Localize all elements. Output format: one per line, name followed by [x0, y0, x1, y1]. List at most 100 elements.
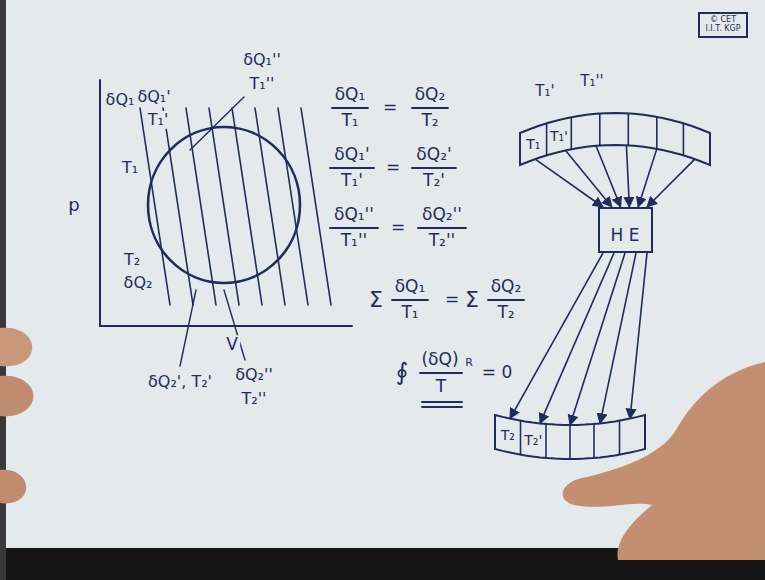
formula-text: Σ — [463, 287, 481, 312]
heat-flow-arrow — [626, 145, 629, 207]
pv-diagram — [100, 80, 352, 366]
formula-text: ∮ — [394, 359, 411, 387]
band-divider — [619, 421, 621, 455]
heat-flow-arrow — [638, 149, 657, 207]
formula-text: (δQ) — [419, 350, 460, 370]
formula-text: T₁ — [339, 111, 360, 131]
band-divider — [546, 123, 548, 155]
formula-text: T₂ — [419, 111, 440, 131]
stamp-box: © CETI.I.T. KGP — [698, 12, 748, 38]
formula-text: T₂' — [421, 171, 447, 191]
fraction-bar — [412, 107, 448, 109]
fraction-bars — [330, 108, 524, 407]
formula-text: δQ₂ — [489, 277, 524, 297]
heat-flow-arrow — [540, 253, 614, 423]
cold-reservoir-band: T₂ T₂' — [495, 415, 645, 459]
fraction-bar — [332, 107, 368, 109]
band-divider — [599, 114, 601, 146]
v-axis — [100, 325, 352, 327]
formula-text: T₁' — [339, 171, 365, 191]
double-underline — [422, 401, 462, 403]
heat-flow-arrow — [566, 150, 612, 207]
formula-text: δQ₁ — [393, 277, 428, 297]
band-divider — [656, 117, 658, 149]
formula-text: = — [384, 158, 402, 178]
band-divider — [545, 424, 547, 458]
temperature-label: T₁ — [526, 135, 540, 152]
band-divider — [569, 425, 571, 459]
heat-engine-box: H E — [598, 207, 653, 253]
adiabat-line — [278, 108, 308, 305]
double-underline — [422, 406, 462, 408]
formula-text: = — [443, 290, 461, 310]
fraction-bar — [420, 372, 462, 374]
hot-reservoir-band: T₁ T₁' — [520, 85, 710, 165]
node-text: H E — [610, 225, 641, 245]
formula-text: δQ₂'' — [420, 205, 464, 225]
heat-flow-arrow — [600, 253, 636, 423]
formula-text: T₂'' — [240, 390, 269, 408]
formula-text: = — [389, 218, 407, 238]
fraction-bar — [412, 167, 456, 169]
band-outline — [520, 85, 710, 165]
adiabat-line — [209, 108, 239, 305]
temperature-label: T₂ — [501, 427, 515, 444]
formula-text: T₁' — [146, 111, 171, 129]
formula-text: T₁ — [120, 159, 140, 177]
formula-text: T₁'' — [339, 231, 370, 251]
formula-text: δQ₂' — [414, 145, 453, 165]
adiabat-line — [232, 108, 262, 305]
adiabat-line — [301, 108, 331, 305]
finger — [0, 376, 33, 417]
leader-line — [224, 290, 245, 360]
formula-text: δQ₂ — [413, 85, 448, 105]
hand — [563, 362, 765, 560]
finger — [0, 470, 26, 504]
p-axis — [99, 80, 101, 326]
band-divider — [520, 421, 522, 455]
formula-text: T₂'' — [427, 231, 458, 251]
temperature-label: T₂' — [524, 431, 542, 448]
formula-text: δQ₂ — [122, 274, 155, 292]
band-shape — [520, 113, 710, 165]
fraction-bar — [488, 299, 524, 301]
leader-line — [180, 290, 196, 366]
leader-line — [190, 97, 244, 150]
formula-text: δQ₂', T₂' — [146, 373, 214, 391]
heat-flow-arrow — [510, 253, 603, 419]
formula-text: δQ₂'' — [233, 366, 275, 384]
formula-text: T₁' — [533, 83, 556, 100]
adiabat-line — [255, 108, 285, 305]
formula-text: δQ₁ — [333, 85, 368, 105]
band-shape — [495, 415, 645, 459]
formula-text: δQ₁'' — [241, 51, 283, 69]
formula-text: T — [434, 377, 448, 397]
formula-text: Σ — [367, 287, 385, 312]
fraction-bar — [418, 227, 466, 229]
adiabat-line — [163, 108, 193, 305]
band-divider — [570, 117, 572, 149]
temperature-label: T₁' — [550, 128, 568, 145]
formula-text: = 0 — [480, 363, 514, 383]
formula-text: T₂ — [495, 303, 516, 323]
formula-text: T₂ — [122, 251, 142, 269]
node-text: I.I.T. KGP — [704, 24, 742, 33]
formula-text: δQ₁' — [135, 88, 172, 106]
adiabat-line — [186, 108, 216, 305]
band-outline — [495, 415, 645, 459]
band-divider — [627, 113, 629, 145]
formula-text: δQ₁ — [104, 91, 137, 109]
formula-text: T₁ — [399, 303, 420, 323]
fraction-bar — [330, 167, 374, 169]
fraction-bar — [330, 227, 378, 229]
formula-text: T₁'' — [248, 75, 277, 93]
heat-flow-arrow — [630, 253, 647, 419]
formula-text: δQ₁'' — [332, 205, 376, 225]
band-divider — [593, 424, 595, 458]
band-divider — [683, 123, 685, 155]
fraction-bar — [392, 299, 428, 301]
formula-text: R — [463, 357, 475, 370]
heat-flow-arrow — [570, 253, 625, 425]
node-text: © CET — [704, 15, 742, 24]
